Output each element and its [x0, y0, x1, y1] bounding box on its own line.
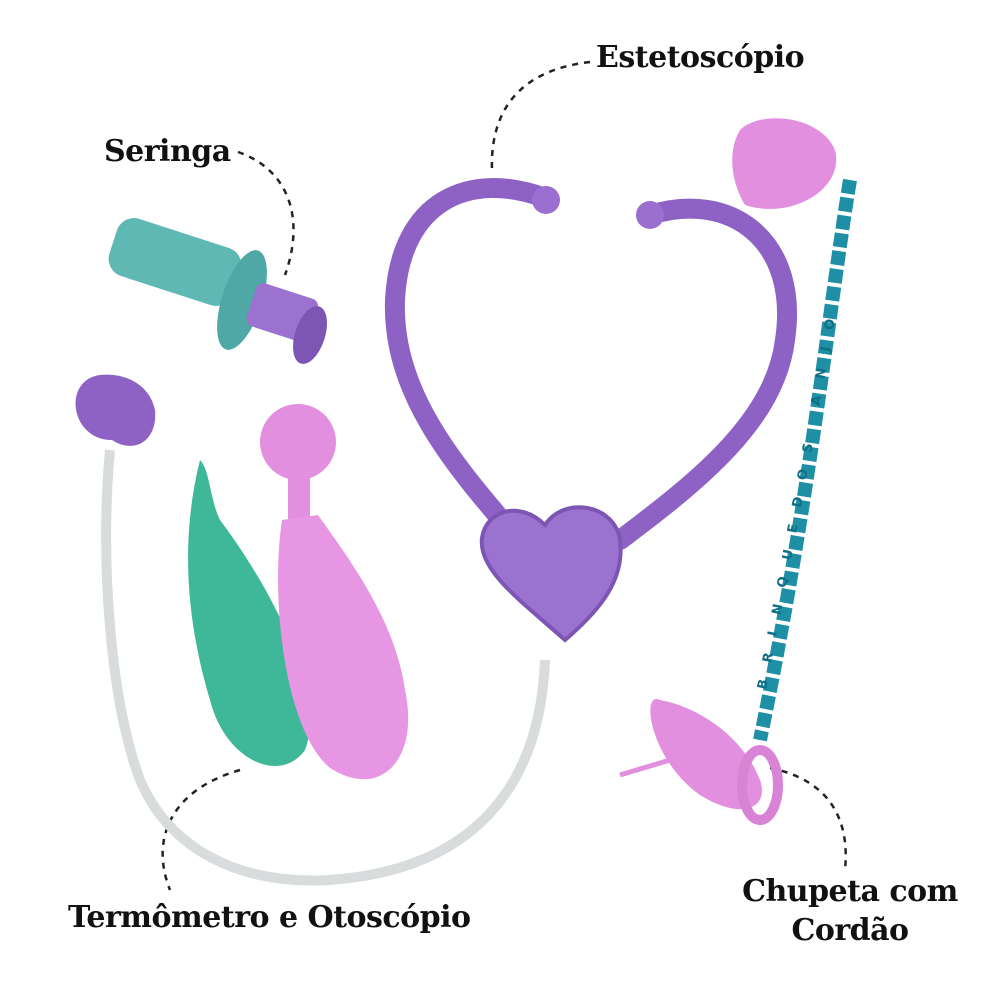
label-stethoscope: Estetoscópio [596, 40, 805, 75]
label-pacifier: Chupeta com Cordão [735, 872, 965, 950]
pacifier [619, 699, 783, 825]
callout-lines [161, 60, 847, 891]
label-thermometer-otoscope: Termômetro e Otoscópio [68, 900, 471, 935]
label-pacifier-line2: Cordão [791, 913, 909, 948]
cord-lettering-text: BRINQUEDOS ANJO [755, 301, 824, 691]
stethoscope [75, 178, 797, 886]
label-syringe: Seringa [104, 134, 231, 169]
syringe [108, 218, 328, 364]
label-pacifier-line1: Chupeta com [742, 874, 958, 909]
cord-lettering: BRINQUEDOS ANJO [755, 301, 841, 691]
otoscope [260, 404, 409, 780]
thermometer [188, 460, 310, 766]
